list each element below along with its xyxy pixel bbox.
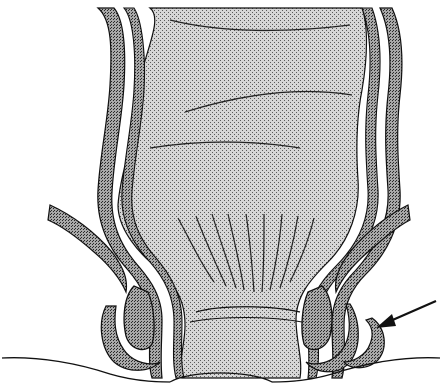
pointer-arrow xyxy=(376,301,436,328)
left-internal-sphincter xyxy=(124,286,154,350)
right-internal-sphincter xyxy=(302,286,332,350)
